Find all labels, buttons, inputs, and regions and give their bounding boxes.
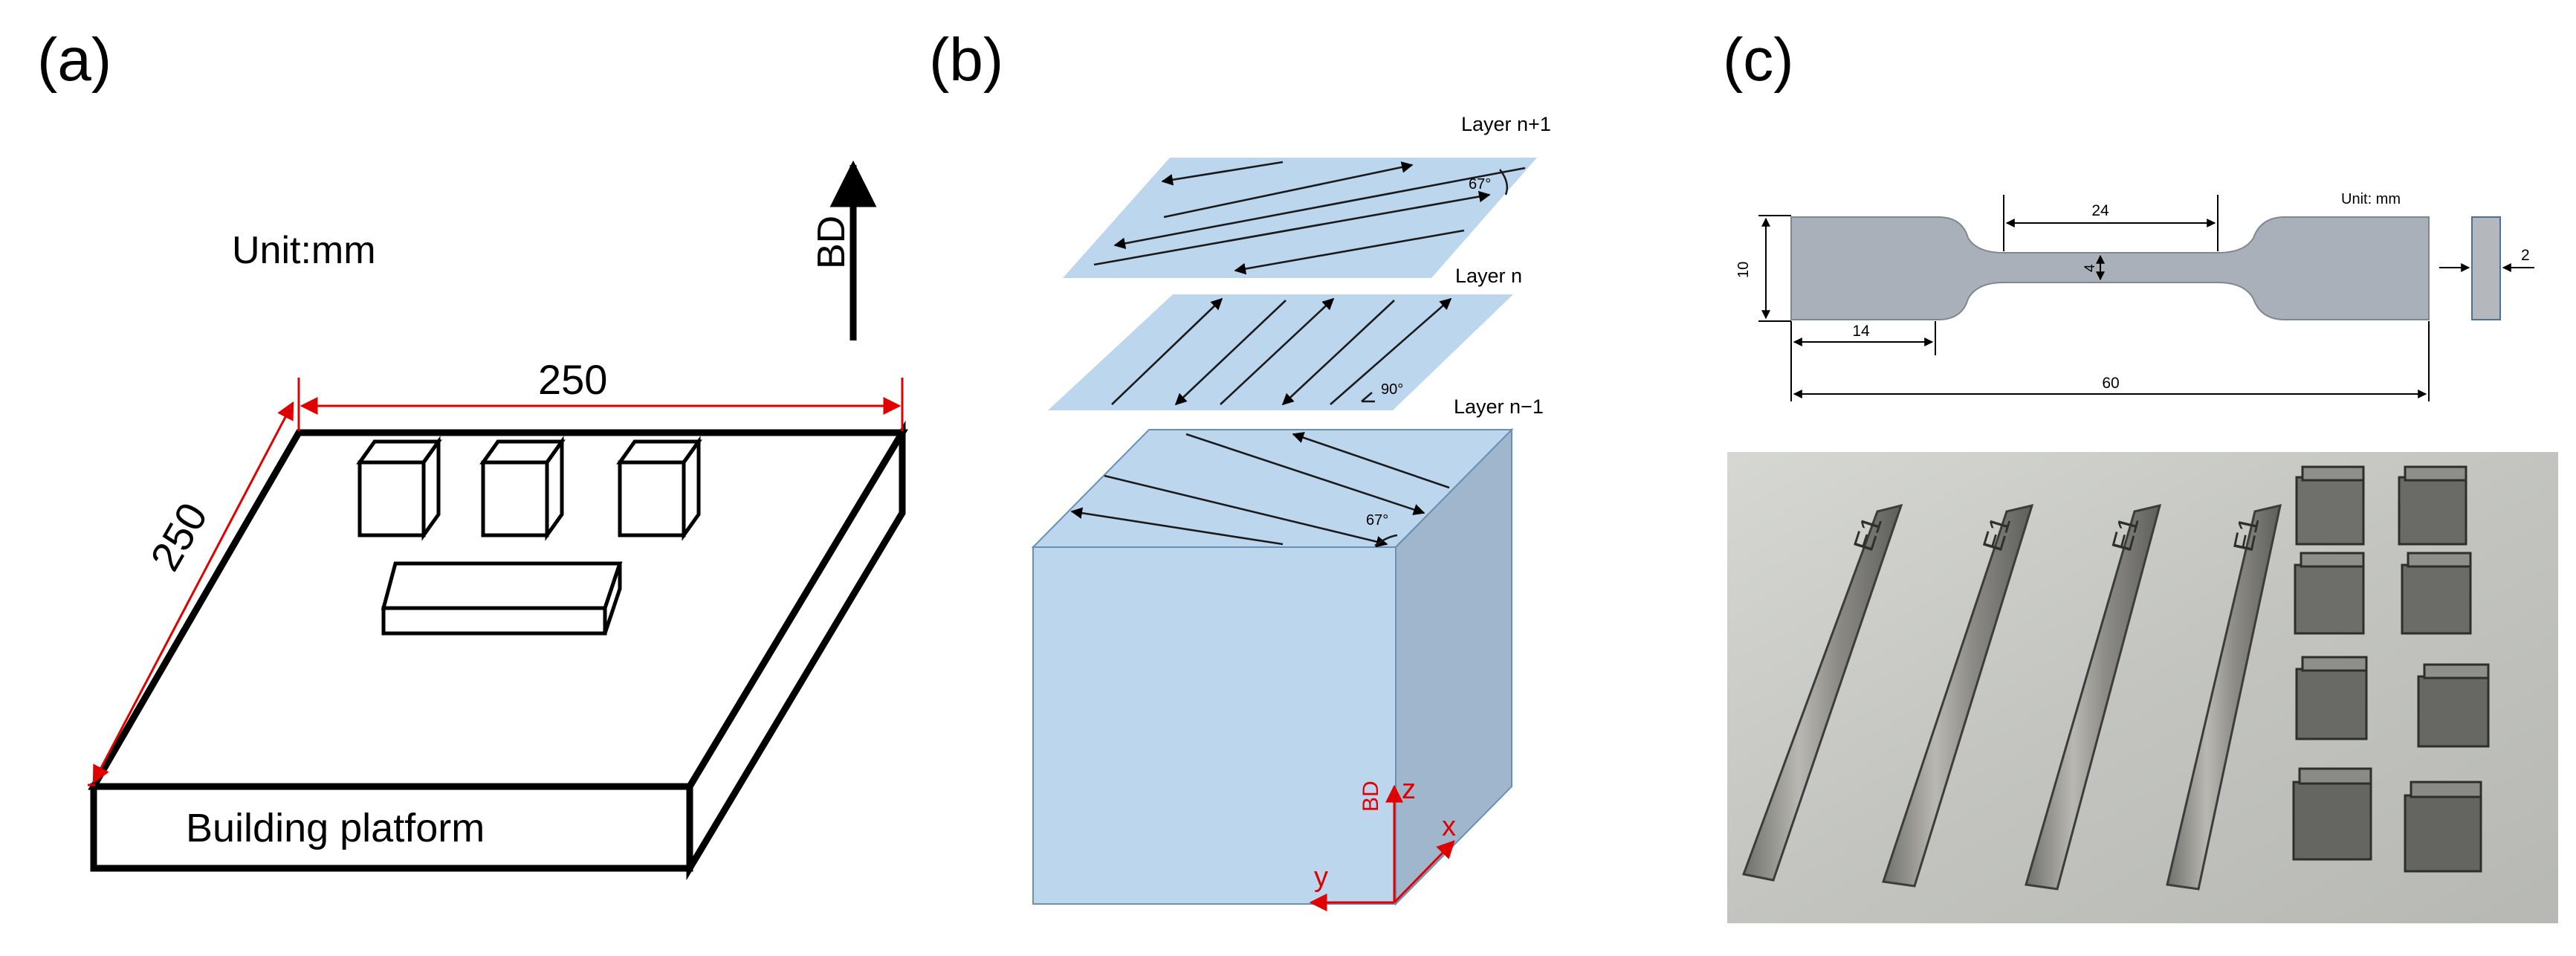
specimen-side-view xyxy=(2471,216,2501,320)
coordinate-axes xyxy=(1309,784,1455,911)
build-cube: 67° xyxy=(1031,427,1514,906)
cube-3 xyxy=(616,436,702,541)
axis-y-label: y xyxy=(1314,862,1328,893)
photo-cube-1 xyxy=(2295,465,2365,546)
angle-top-label: 67° xyxy=(1469,176,1491,193)
dim-grip-label: 14 xyxy=(1852,323,1870,340)
photo-cube-8 xyxy=(2404,781,2482,873)
layer-top-label: Layer n+1 xyxy=(1461,113,1551,135)
panel-b: (b) 67° Layer n+1 xyxy=(929,26,1551,911)
tensile-bar-1 xyxy=(1741,503,1903,882)
unit-label: Unit:mm xyxy=(232,229,376,272)
panel-b-label: (b) xyxy=(929,26,1003,94)
photo-cubes xyxy=(2292,465,2490,873)
angle-bot-label: 67° xyxy=(1366,512,1388,529)
axis-z-label: z xyxy=(1402,774,1416,805)
axis-bd-label: BD xyxy=(1359,781,1383,812)
angle-mid-label: 90° xyxy=(1381,381,1403,398)
dogbone-specimen xyxy=(1790,216,2430,320)
bd-label: BD xyxy=(810,216,853,269)
panel-a-label: (a) xyxy=(37,26,111,94)
platform-label: Building platform xyxy=(186,806,485,850)
photo-cube-2 xyxy=(2398,465,2467,546)
tensile-bar-4 xyxy=(2166,503,2282,891)
dim-gauge-length-label: 24 xyxy=(2091,202,2109,219)
specimen-photo: E1 E1 E1 E1 xyxy=(1727,452,2558,923)
bar-specimen xyxy=(381,561,623,636)
cube-specimens xyxy=(356,436,702,636)
tensile-bar-2 xyxy=(1882,503,2034,888)
axis-x-label: x xyxy=(1442,811,1456,842)
cube-1 xyxy=(356,436,442,541)
platform-dimensions xyxy=(88,378,904,787)
dim-width-label: 250 xyxy=(538,356,607,403)
unit-c-label: Unit: mm xyxy=(2341,191,2401,207)
dim-gauge-width-label: 4 xyxy=(2083,264,2098,272)
panel-a: (a) Unit:mm BD Building platform xyxy=(37,26,908,881)
layer-n: 90° Layer n xyxy=(1048,265,1522,410)
layer-mid-label: Layer n xyxy=(1455,265,1522,287)
dim-thickness-label: 2 xyxy=(2521,247,2530,264)
layer-n-plus-1: 67° Layer n+1 xyxy=(1063,113,1551,278)
tensile-bars xyxy=(1741,503,2282,891)
dim-depth-label: 250 xyxy=(141,495,216,578)
photo-cube-5 xyxy=(2295,656,2368,740)
bar-mark-4: E1 xyxy=(2228,514,2266,555)
cube-2 xyxy=(479,436,566,541)
photo-cube-4 xyxy=(2401,552,2472,635)
panel-c: (c) 10 24 4 xyxy=(1723,26,2558,923)
photo-cube-6 xyxy=(2417,663,2490,748)
tensile-bar-3 xyxy=(2025,503,2162,891)
dim-width-label: 10 xyxy=(1735,262,1752,278)
panel-c-label: (c) xyxy=(1723,26,1794,94)
dim-total-label: 60 xyxy=(2102,375,2119,392)
specimen-dimensions xyxy=(1758,195,2534,401)
photo-cube-7 xyxy=(2292,767,2372,861)
photo-cube-3 xyxy=(2294,552,2365,635)
layer-bot-label: Layer n−1 xyxy=(1454,395,1544,418)
